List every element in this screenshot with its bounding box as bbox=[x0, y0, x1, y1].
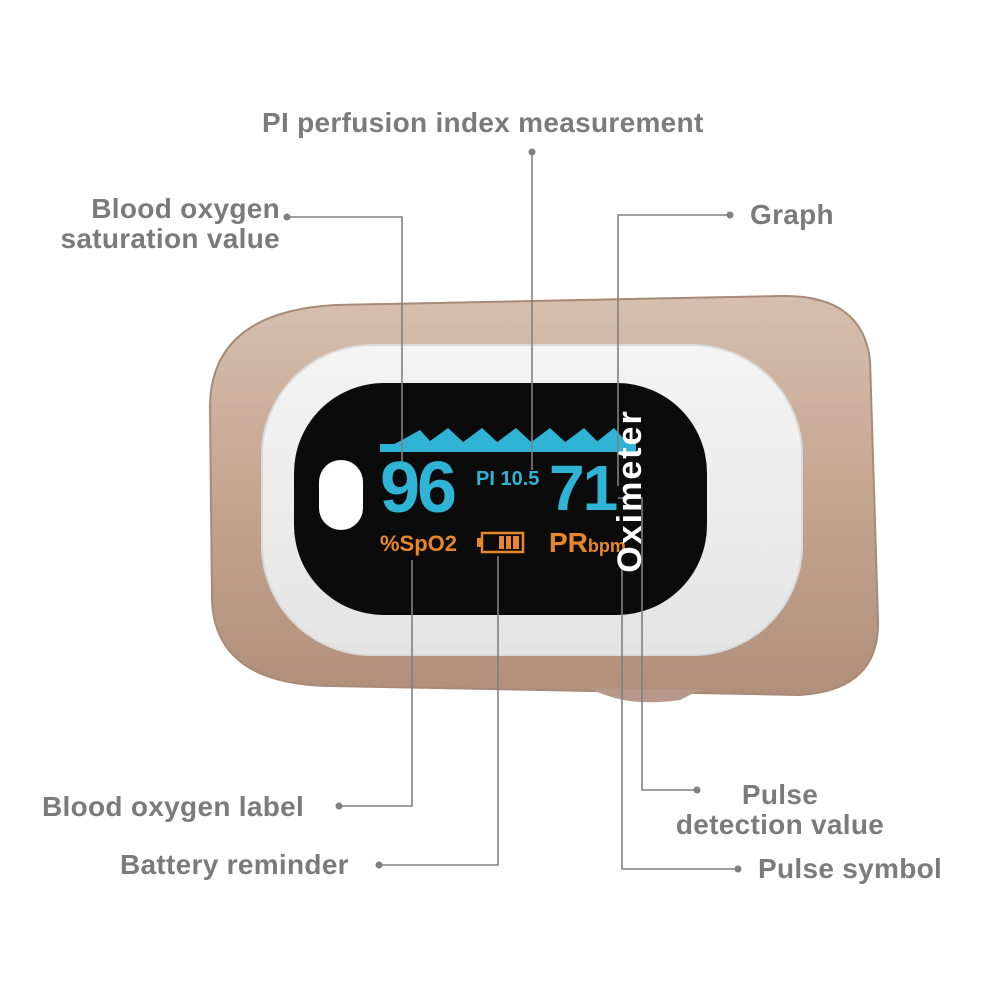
pi-value: PI 10.5 bbox=[476, 468, 540, 490]
leader-graph bbox=[617, 214, 730, 486]
callout-pi: PI perfusion index measurement bbox=[262, 107, 704, 138]
case-underside bbox=[590, 688, 700, 703]
leader-spo2-label bbox=[339, 560, 413, 807]
spo2-label: %SpO2 bbox=[380, 531, 458, 556]
pulse-rate-value: 71 bbox=[549, 452, 618, 524]
callout-pulse-symbol: Pulse symbol bbox=[758, 853, 943, 884]
callout-pulse-value-line1: Pulse bbox=[741, 779, 819, 810]
callout-pulse-value: Pulse detection value bbox=[650, 780, 910, 840]
spo2-value: 96 bbox=[380, 448, 457, 528]
callout-graph: Graph bbox=[750, 199, 834, 230]
leader-battery bbox=[379, 556, 499, 866]
leader-pulse-value bbox=[618, 497, 697, 791]
leader-pulse-symbol bbox=[621, 566, 738, 870]
pulse-rate-label: PRbpm bbox=[549, 528, 626, 561]
callout-spo2-value-line2: saturation value bbox=[60, 223, 280, 254]
callout-spo2-label: Blood oxygen label bbox=[42, 791, 305, 822]
pr-label-text: PR bbox=[549, 527, 588, 558]
pulse-waveform-graph bbox=[380, 428, 636, 452]
callout-battery: Battery reminder bbox=[120, 849, 349, 880]
pr-unit: bpm bbox=[587, 536, 626, 556]
battery-icon bbox=[477, 531, 525, 554]
power-button bbox=[319, 460, 363, 530]
leader-lines bbox=[287, 152, 738, 870]
callout-pulse-value-line2: detection value bbox=[675, 809, 885, 840]
leader-dots bbox=[283, 148, 742, 873]
callout-spo2-value: Blood oxygen saturation value bbox=[40, 194, 280, 254]
callout-spo2-value-line1: Blood oxygen bbox=[91, 193, 280, 224]
leader-spo2-value bbox=[287, 216, 403, 470]
brand-label: Oximeter bbox=[611, 409, 649, 573]
